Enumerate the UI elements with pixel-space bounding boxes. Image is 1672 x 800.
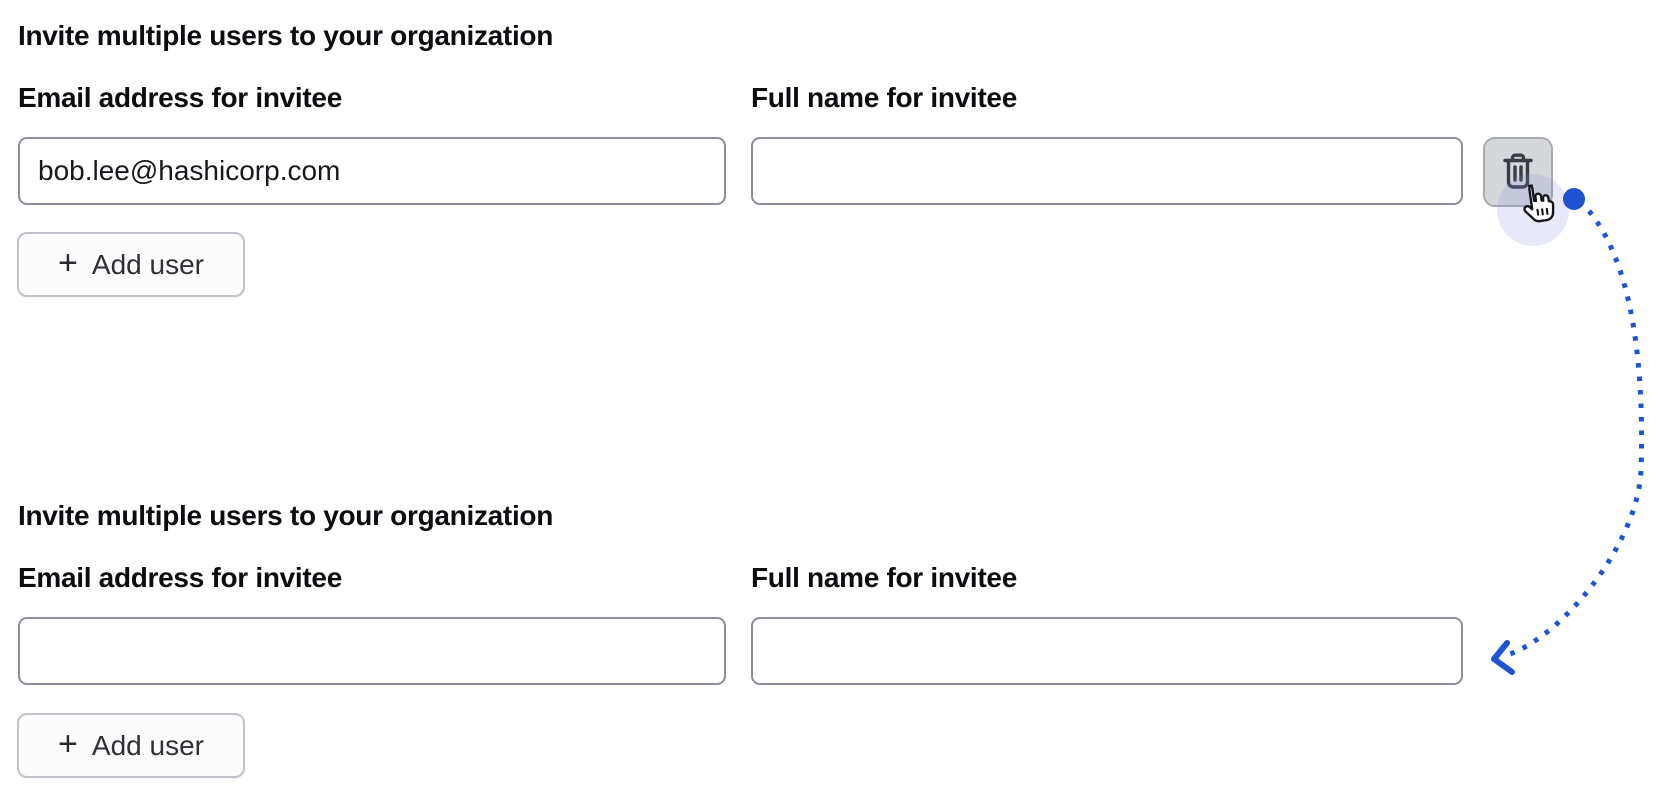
full-name-label: Full name for invitee (751, 562, 1017, 593)
click-indicator-dot (1563, 188, 1585, 210)
trash-icon (1503, 153, 1533, 189)
add-user-label: Add user (91, 248, 204, 280)
plus-icon: + (58, 244, 78, 282)
plus-icon: + (58, 725, 78, 763)
email-input[interactable] (18, 137, 726, 205)
email-label: Email address for invitee (18, 82, 342, 113)
email-input[interactable] (18, 617, 726, 685)
email-label: Email address for invitee (18, 562, 342, 593)
add-user-button[interactable]: + Add user (17, 713, 245, 778)
form-title: Invite multiple users to your organizati… (18, 20, 554, 51)
full-name-input[interactable] (751, 137, 1463, 205)
form-title: Invite multiple users to your organizati… (18, 500, 554, 531)
full-name-label: Full name for invitee (751, 82, 1017, 113)
add-user-button[interactable]: + Add user (17, 232, 245, 297)
delete-row-button[interactable] (1483, 137, 1553, 207)
arrow-trail (1503, 209, 1645, 659)
add-user-label: Add user (91, 729, 204, 761)
full-name-input[interactable] (751, 617, 1463, 685)
arrowhead-icon (1491, 640, 1515, 675)
